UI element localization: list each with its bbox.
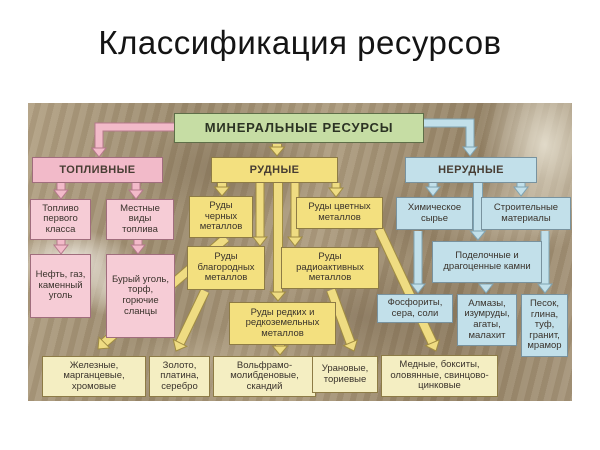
node-wolfram-items: Вольфрамо-молибденовые, скандий <box>213 356 316 397</box>
node-label: Руды радиоактивных металлов <box>296 251 364 284</box>
node-label: ТОПЛИВНЫЕ <box>59 163 136 176</box>
node-uranium-items: Урановые, ториевые <box>312 356 378 393</box>
node-fuel-local: Местные виды топлива <box>106 199 174 240</box>
node-fuel-first-class: Топливо первого класса <box>30 199 91 240</box>
node-copper-items: Медные, бокситы, оловянные, свинцово-цин… <box>381 355 498 397</box>
node-gems: Поделочные и драгоценные камни <box>432 241 542 283</box>
node-fuel-first-class-items: Нефть, газ, каменный уголь <box>30 254 91 318</box>
node-phosphorites-items: Фосфориты, сера, соли <box>377 294 453 323</box>
node-iron-items: Железные, марганцевые, хромовые <box>42 356 146 397</box>
node-ore-header: РУДНЫЕ <box>211 157 338 183</box>
node-label: МИНЕРАЛЬНЫЕ РЕСУРСЫ <box>204 119 394 135</box>
node-mineral-resources: МИНЕРАЛЬНЫЕ РЕСУРСЫ <box>174 113 424 143</box>
node-ore-rare: Руды редких и редкоземельных металлов <box>229 302 336 345</box>
node-label: Нефть, газ, каменный уголь <box>35 269 86 302</box>
slide-title: Классификация ресурсов <box>98 24 502 61</box>
node-label: Песок, глина, туф, гранит, мрамор <box>527 297 562 352</box>
node-ore-noble: Руды благородных металлов <box>187 246 265 290</box>
node-label: Руды редких и редкоземельных металлов <box>245 306 320 339</box>
node-fuel-local-items: Бурый уголь, торф, горючие сланцы <box>106 254 175 338</box>
node-label: Бурый уголь, торф, горючие сланцы <box>112 273 169 317</box>
node-sand-items: Песок, глина, туф, гранит, мрамор <box>521 294 568 357</box>
node-ore-ferrous: Руды черных металлов <box>189 196 253 238</box>
node-building-materials: Строительные материалы <box>481 197 571 230</box>
node-label: Фосфориты, сера, соли <box>387 296 443 319</box>
node-label: НЕРУДНЫЕ <box>438 163 504 176</box>
node-label: Топливо первого класса <box>42 202 79 235</box>
node-fuel-header: ТОПЛИВНЫЕ <box>32 157 163 183</box>
node-label: Местные виды топлива <box>120 202 160 235</box>
node-label: Урановые, ториевые <box>321 362 369 385</box>
node-ore-nonferrous: Руды цветных металлов <box>296 197 383 229</box>
node-label: Руды черных металлов <box>199 200 243 233</box>
node-label: Руды благородных металлов <box>197 251 255 284</box>
node-ore-radioactive: Руды радиоактивных металлов <box>281 247 379 289</box>
node-chemical-raw: Химическое сырье <box>396 197 473 230</box>
node-label: Поделочные и драгоценные камни <box>443 250 531 272</box>
node-label: РУДНЫЕ <box>249 163 300 176</box>
node-nonore-header: НЕРУДНЫЕ <box>405 157 537 183</box>
node-label: Железные, марганцевые, хромовые <box>63 359 125 392</box>
node-gold-items: Золото, платина, серебро <box>149 356 210 397</box>
node-label: Вольфрамо-молибденовые, скандий <box>230 359 299 392</box>
node-label: Медные, бокситы, оловянные, свинцово-цин… <box>390 359 489 392</box>
node-label: Руды цветных металлов <box>308 201 371 223</box>
node-label: Алмазы, изумруды, агаты, малахит <box>464 297 510 341</box>
node-label: Строительные материалы <box>493 201 559 224</box>
node-diamonds-items: Алмазы, изумруды, агаты, малахит <box>457 294 517 346</box>
node-label: Химическое сырье <box>407 201 462 224</box>
node-label: Золото, платина, серебро <box>160 359 199 392</box>
